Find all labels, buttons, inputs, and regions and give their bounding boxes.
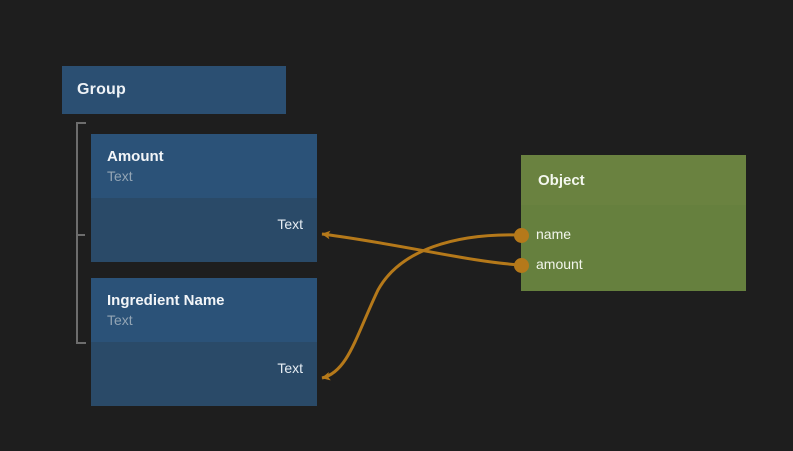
edge-amount-to-amount-node xyxy=(321,230,522,267)
amount-node-output-port-label[interactable]: Text xyxy=(277,216,303,232)
object-field-amount[interactable]: amount xyxy=(536,256,583,272)
amount-node-body: Text xyxy=(91,198,317,258)
edge-name-to-ingredient-name-node xyxy=(321,233,522,381)
object-node[interactable]: Object name amount xyxy=(521,155,746,291)
object-node-header: Object xyxy=(521,155,746,205)
object-node-title: Object xyxy=(538,171,585,189)
amount-node[interactable]: Amount Text Text xyxy=(91,134,317,262)
ingredient-name-node-header: Ingredient Name Text xyxy=(91,278,317,342)
object-field-name[interactable]: name xyxy=(536,226,572,242)
object-port-name-dot[interactable] xyxy=(513,227,529,243)
object-node-body: name amount xyxy=(521,205,746,291)
ingredient-name-node-output-port-label[interactable]: Text xyxy=(277,360,303,376)
amount-node-subtitle: Text xyxy=(107,168,133,184)
group-header[interactable]: Group xyxy=(62,66,286,114)
ingredient-name-node-subtitle: Text xyxy=(107,312,133,328)
group-title: Group xyxy=(77,81,126,98)
ingredient-name-node-body: Text xyxy=(91,342,317,402)
amount-node-title: Amount xyxy=(107,148,164,165)
ingredient-name-node-title: Ingredient Name xyxy=(107,292,225,309)
object-port-amount-dot[interactable] xyxy=(513,257,529,273)
group-bracket xyxy=(76,122,86,344)
ingredient-name-node[interactable]: Ingredient Name Text Text xyxy=(91,278,317,406)
amount-node-header: Amount Text xyxy=(91,134,317,198)
